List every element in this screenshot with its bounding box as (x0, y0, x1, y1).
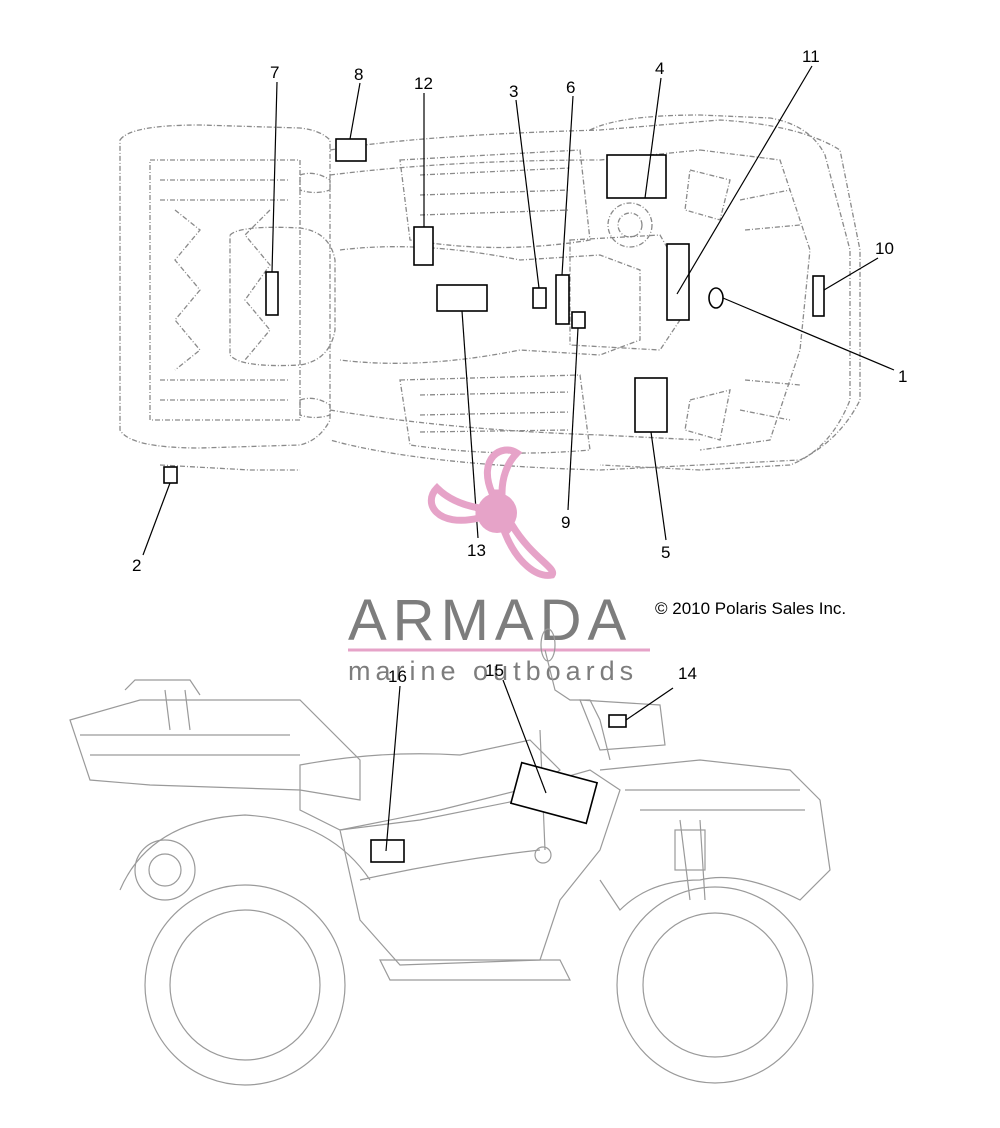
brand-name: ARMADA (348, 588, 632, 653)
callout-16: 16 (388, 667, 407, 686)
callout-4: 4 (655, 59, 664, 78)
leader-16 (385, 685, 401, 852)
callouts-side: 14 15 16 (388, 661, 697, 686)
propeller-logo-icon (428, 446, 557, 579)
decal-15 (509, 761, 599, 825)
callout-14: 14 (678, 664, 697, 683)
callout-1: 1 (898, 367, 907, 386)
decal-10 (812, 275, 825, 317)
brand-tagline: marine outboards (348, 656, 638, 686)
decal-4 (606, 154, 667, 199)
decal-16 (370, 839, 405, 863)
armada-watermark: ARMADA marine outboards (348, 446, 650, 686)
decal-3 (532, 287, 547, 309)
callout-13: 13 (467, 541, 486, 560)
decal-7 (265, 271, 279, 316)
decal-12 (413, 226, 434, 266)
atv-side-view (69, 628, 831, 1086)
leader-8 (349, 82, 361, 140)
decal-6 (555, 274, 570, 325)
callout-2: 2 (132, 556, 141, 575)
callout-9: 9 (561, 513, 570, 532)
callout-10: 10 (875, 239, 894, 258)
leader-15 (502, 679, 547, 794)
callout-6: 6 (566, 78, 575, 97)
leader-1 (722, 297, 895, 371)
atv-top-view (119, 65, 895, 556)
callout-5: 5 (661, 543, 670, 562)
decal-5 (634, 377, 668, 433)
decal-11 (666, 243, 690, 321)
leader-11 (676, 65, 813, 295)
callout-15: 15 (485, 661, 504, 680)
leader-7 (271, 81, 278, 273)
leader-2 (142, 482, 171, 556)
decal-1 (708, 287, 724, 309)
callout-3: 3 (509, 82, 518, 101)
copyright-notice: © 2010 Polaris Sales Inc. (655, 599, 846, 618)
leader-10 (823, 257, 879, 291)
callout-11: 11 (802, 47, 820, 66)
decal-2 (163, 466, 178, 484)
leader-13 (461, 310, 479, 539)
decal-9 (571, 311, 586, 329)
callout-8: 8 (354, 65, 363, 84)
leader-5 (650, 431, 667, 541)
callouts-top: 7 8 12 3 6 4 11 10 1 9 5 13 2 (132, 47, 907, 575)
callout-7: 7 (270, 63, 279, 82)
leader-14 (625, 687, 674, 721)
leader-9 (567, 327, 579, 511)
leader-6 (561, 95, 574, 276)
decal-14 (608, 714, 627, 728)
leader-3 (515, 99, 540, 289)
decal-13 (436, 284, 488, 312)
decal-8 (335, 138, 367, 162)
callout-12: 12 (414, 74, 433, 93)
leader-4 (644, 77, 662, 199)
